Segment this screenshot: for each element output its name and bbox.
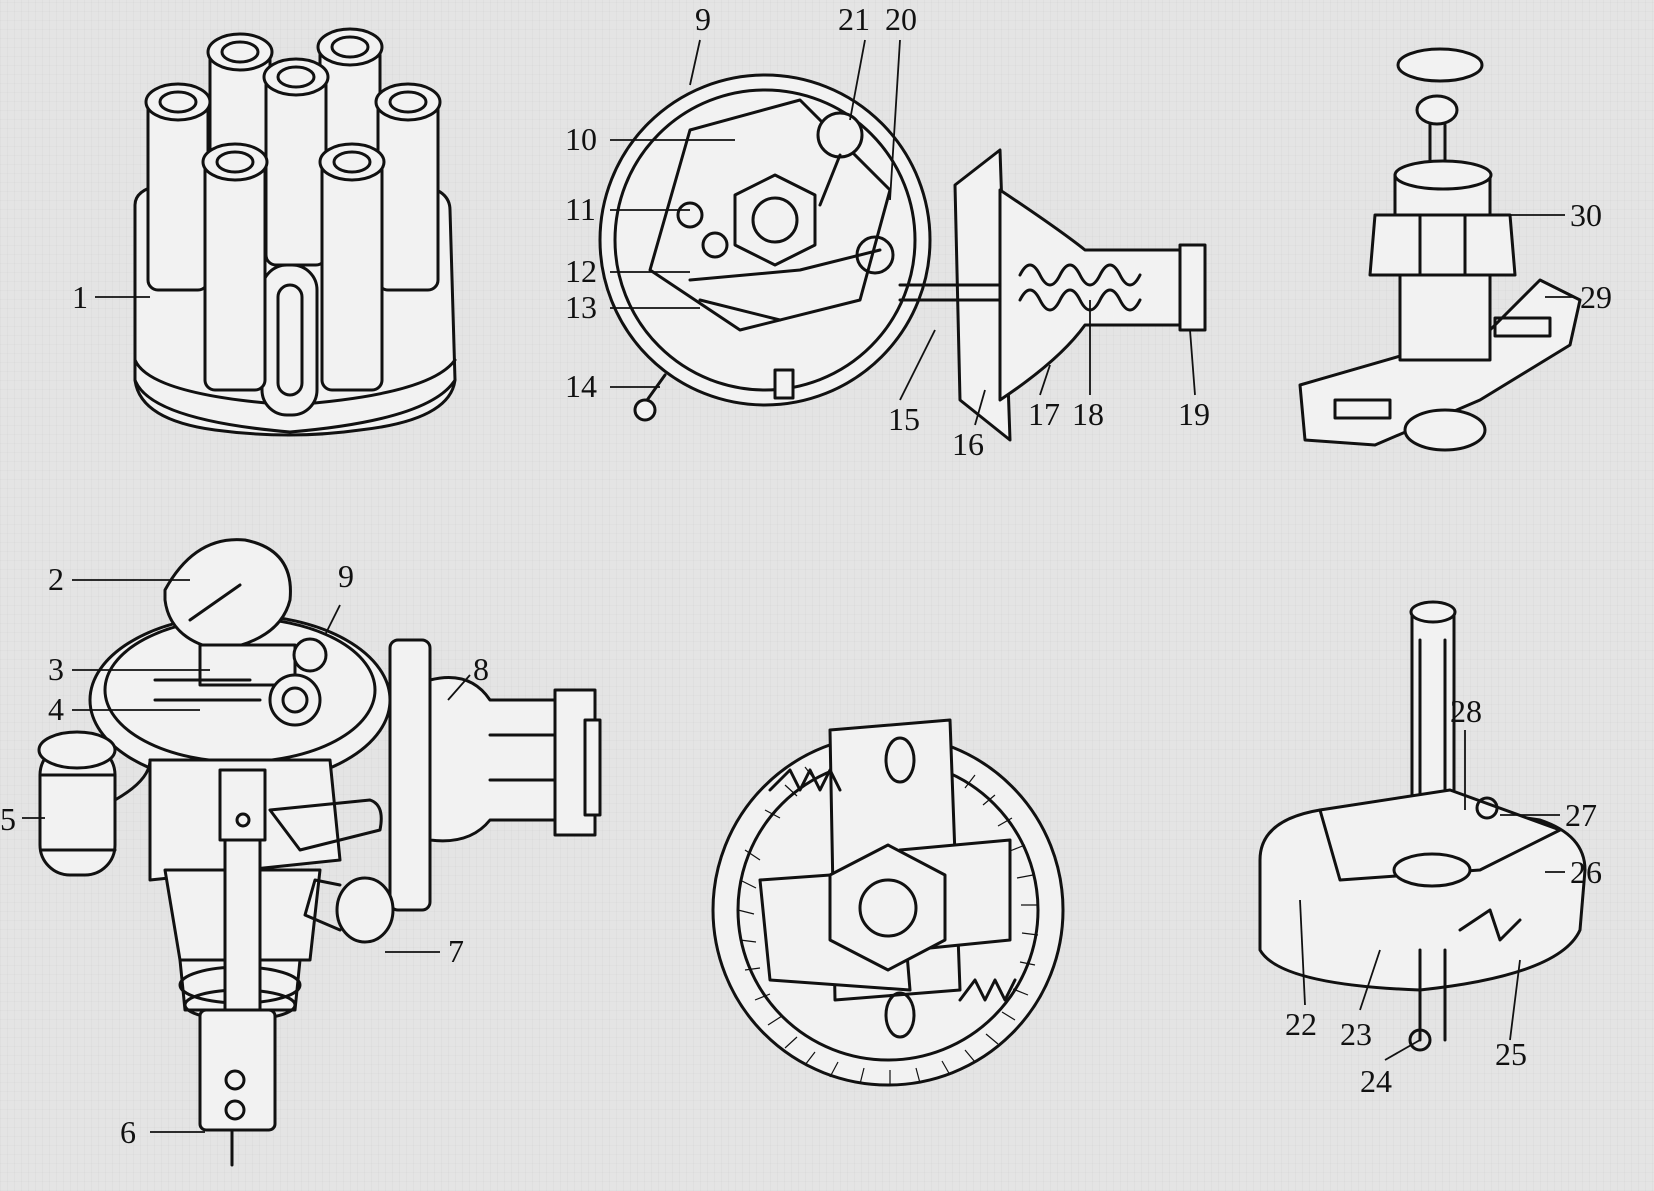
leader-23 bbox=[1359, 949, 1381, 1011]
label-10: 10 bbox=[565, 121, 597, 157]
leader-15 bbox=[899, 329, 936, 401]
label-7: 7 bbox=[448, 933, 464, 969]
label-6: 6 bbox=[120, 1114, 136, 1150]
leader-9b bbox=[324, 604, 341, 636]
label-20: 20 bbox=[885, 1, 917, 37]
label-16: 16 bbox=[952, 426, 984, 462]
leader-19 bbox=[1189, 329, 1196, 396]
leader-24 bbox=[1384, 1039, 1421, 1061]
label-22: 22 bbox=[1285, 1006, 1317, 1042]
label-25: 25 bbox=[1495, 1036, 1527, 1072]
complete-distributor bbox=[37, 538, 602, 1167]
label-4: 4 bbox=[48, 691, 64, 727]
label-11: 11 bbox=[565, 191, 596, 227]
leader-lines bbox=[22, 39, 1575, 1133]
leader-16 bbox=[974, 389, 986, 426]
label-5: 5 bbox=[0, 801, 16, 837]
label-9a: 9 bbox=[695, 1, 711, 37]
part-labels: 1 2 3 4 5 6 7 8 9 9 10 11 12 13 14 15 16… bbox=[0, 1, 1612, 1150]
label-1: 1 bbox=[72, 279, 88, 315]
label-29: 29 bbox=[1580, 279, 1612, 315]
label-9b: 9 bbox=[338, 558, 354, 594]
label-13: 13 bbox=[565, 289, 597, 325]
label-12: 12 bbox=[565, 253, 597, 289]
label-18: 18 bbox=[1072, 396, 1104, 432]
leader-8 bbox=[447, 674, 471, 701]
label-21: 21 bbox=[838, 1, 870, 37]
label-28: 28 bbox=[1450, 693, 1482, 729]
leader-17 bbox=[1039, 364, 1051, 396]
label-17: 17 bbox=[1028, 396, 1060, 432]
label-3: 3 bbox=[48, 651, 64, 687]
label-19: 19 bbox=[1178, 396, 1210, 432]
breaker-plate-assembly bbox=[598, 73, 1207, 442]
label-14: 14 bbox=[565, 368, 597, 404]
label-15: 15 bbox=[888, 401, 920, 437]
label-23: 23 bbox=[1340, 1016, 1372, 1052]
leader-21 bbox=[849, 39, 866, 121]
label-26: 26 bbox=[1570, 854, 1602, 890]
leader-9a bbox=[689, 39, 701, 86]
label-2: 2 bbox=[48, 561, 64, 597]
leader-22 bbox=[1299, 899, 1306, 1006]
centrifugal-mechanism bbox=[711, 718, 1065, 1087]
label-30: 30 bbox=[1570, 197, 1602, 233]
label-24: 24 bbox=[1360, 1063, 1392, 1099]
label-27: 27 bbox=[1565, 797, 1597, 833]
label-8: 8 bbox=[473, 651, 489, 687]
leader-20 bbox=[889, 39, 901, 201]
adjuster-assembly bbox=[1298, 47, 1582, 452]
weights-and-shaft bbox=[1258, 600, 1587, 1052]
distributor-cap bbox=[133, 27, 457, 437]
leader-25 bbox=[1509, 959, 1521, 1041]
